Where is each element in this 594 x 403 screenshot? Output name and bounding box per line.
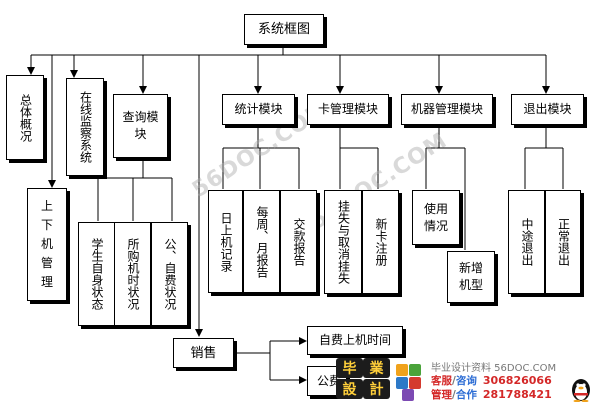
- module-query: 查询模块: [113, 94, 168, 158]
- banner-contact-number: 306826066: [482, 374, 552, 387]
- banner-contact-sep: /: [452, 375, 456, 387]
- module-logon-logoff-char: 机: [40, 237, 53, 251]
- exit-midway: 中途退出: [508, 190, 545, 294]
- module-logon-logoff: 上下机管理: [27, 188, 67, 301]
- module-card-management: 卡管理模块: [307, 94, 389, 125]
- machine-usage: 使用情况: [412, 190, 460, 245]
- stats-daily-log: 日上机记录: [208, 190, 243, 293]
- penguin-icon: [572, 379, 590, 402]
- sales-self-paid-time: 自费上机时间: [307, 326, 403, 355]
- banner-contact-sep: /: [452, 389, 456, 401]
- banner-contact-management: 管理/合作 281788421: [431, 387, 552, 402]
- module-statistics: 统计模块: [222, 94, 295, 125]
- exit-normal: 正常退出: [545, 190, 581, 294]
- banner-logo-char: 計: [363, 379, 390, 399]
- card-report-loss: 挂失与取消挂失: [324, 190, 362, 294]
- query-public-private: 公、自费状况: [151, 222, 188, 326]
- module-overview: 总体概况: [6, 75, 44, 160]
- query-student-status: 学生自身状态: [78, 222, 115, 326]
- module-logon-logoff-char: 理: [40, 275, 53, 289]
- banner-logo-char: 毕: [336, 358, 363, 378]
- module-sales: 销售: [173, 338, 234, 368]
- module-exit: 退出模块: [511, 94, 584, 125]
- stats-payment-report: 交款报告: [280, 190, 317, 293]
- banner-logo-char: 設: [336, 379, 363, 399]
- stats-weekly-monthly: 每周、月报告: [243, 190, 280, 293]
- banner-contact-number: 281788421: [482, 388, 552, 401]
- banner-site-line: 毕业设计资料 56DOC.COM: [431, 363, 557, 374]
- banner-logo-char: 業: [363, 358, 390, 378]
- module-machine-management: 机器管理模块: [401, 94, 493, 125]
- module-online-monitor: 在线监察系统: [66, 78, 104, 176]
- banner-contact-key2: 咨询: [455, 375, 477, 387]
- module-logon-logoff-char: 下: [40, 218, 53, 232]
- banner-contact-service: 客服/咨询 306826066: [431, 373, 552, 388]
- machine-new-type: 新增机型: [447, 251, 495, 303]
- banner-contact-key: 管理: [431, 389, 452, 401]
- banner-contact-key2: 合作: [455, 389, 477, 401]
- card-new-registration: 新卡注册: [362, 190, 399, 294]
- module-logon-logoff-char: 管: [40, 256, 53, 270]
- module-logon-logoff-label: 上下机管理: [41, 197, 53, 292]
- banner-contact-key: 客服: [431, 375, 452, 387]
- module-logon-logoff-char: 上: [40, 199, 53, 213]
- root-node: 系统框图: [244, 14, 324, 45]
- query-purchased-time: 所购机时状况: [114, 222, 151, 326]
